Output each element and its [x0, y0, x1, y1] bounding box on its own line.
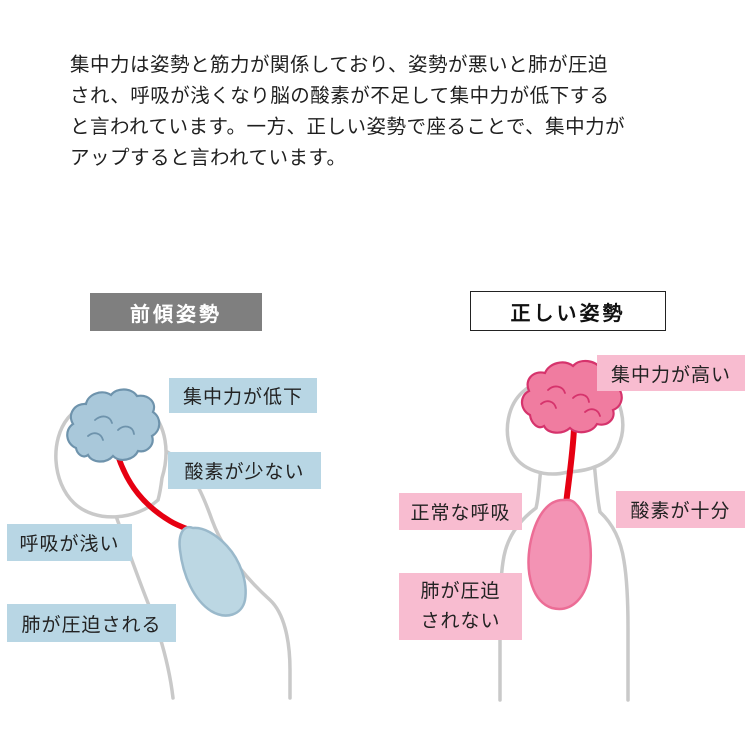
label-oxygen-low: 酸素が少ない	[168, 452, 321, 489]
correct-posture-figure	[498, 359, 630, 702]
label-concentration-high: 集中力が高い	[597, 355, 745, 391]
forward-posture-title: 前傾姿勢	[90, 293, 262, 331]
correct-lung-shape	[527, 498, 592, 611]
label-lungs-not-compressed: 肺が圧迫 されない	[399, 573, 522, 640]
correct-posture-title: 正しい姿勢	[470, 291, 666, 331]
label-lungs-not-compressed-line2: されない	[420, 610, 501, 632]
label-breathing-normal: 正常な呼吸	[399, 493, 522, 530]
intro-line-1: 集中力は姿勢と筋力が関係しており、姿勢が悪いと肺が圧迫	[70, 54, 609, 76]
forward-brain-icon	[66, 388, 161, 463]
correct-back-outline	[592, 460, 630, 702]
forward-lung-shape	[178, 525, 247, 617]
forward-posture-figure	[54, 388, 292, 700]
intro-line-4: アップすると言われています。	[70, 147, 347, 169]
label-lungs-not-compressed-line1: 肺が圧迫	[420, 580, 501, 602]
forward-brain-squiggles	[87, 415, 135, 441]
intro-line-3: と言われています。一方、正しい姿勢で座ることで、集中力が	[70, 116, 626, 138]
label-lungs-compressed: 肺が圧迫される	[7, 604, 176, 642]
label-concentration-low: 集中力が低下	[169, 378, 317, 413]
correct-brain-squiggles	[540, 385, 601, 417]
label-breathing-shallow: 呼吸が浅い	[7, 524, 132, 561]
intro-paragraph: 集中力は姿勢と筋力が関係しており、姿勢が悪いと肺が圧迫 され、呼吸が浅くなり脳の…	[70, 50, 695, 174]
intro-line-2: され、呼吸が浅くなり脳の酸素が不足して集中力が低下する	[70, 85, 610, 107]
label-oxygen-sufficient: 酸素が十分	[616, 491, 745, 528]
correct-spine-line	[563, 425, 577, 507]
